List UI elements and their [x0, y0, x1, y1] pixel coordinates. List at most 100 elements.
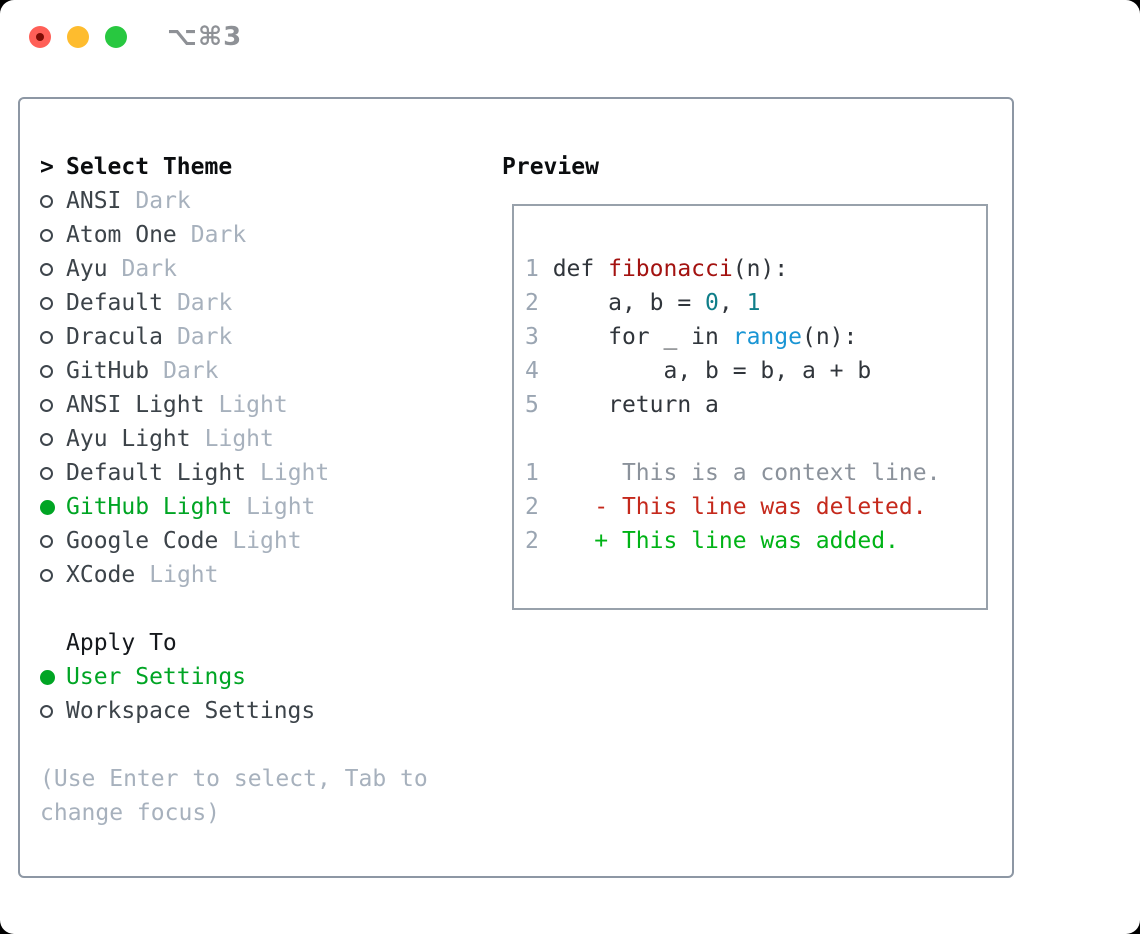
code-segment-k: for _ in: [552, 324, 733, 350]
code-segment-num: 0: [705, 290, 719, 316]
code-segment-ln: 2: [525, 494, 553, 520]
code-line: 2 - This line was deleted.: [525, 490, 986, 524]
radio-dot: [40, 568, 53, 582]
spacer: [40, 592, 428, 626]
close-button[interactable]: [29, 26, 51, 48]
option-label: ANSI Light: [66, 392, 205, 418]
code-segment-ctx: This is a context line.: [552, 460, 941, 486]
code-line: 4 a, b = b, a + b: [525, 354, 986, 388]
apply-to-option[interactable]: Workspace Settings: [40, 694, 428, 728]
code-line: 5 return a: [525, 388, 986, 422]
code-segment-k: return a: [552, 392, 719, 418]
radio-icon: [40, 228, 66, 242]
code-segment-ln: 2: [525, 290, 553, 316]
radio-icon: [40, 568, 66, 582]
option-label: GitHub Light: [66, 494, 233, 520]
theme-variant-label: Light: [218, 392, 288, 418]
option-label: Ayu: [66, 256, 108, 282]
theme-option[interactable]: Ayu Dark: [40, 252, 428, 286]
code-line: 3 for _ in range(n):: [525, 320, 986, 354]
theme-variant-label: Dark: [135, 188, 191, 214]
zoom-button[interactable]: [105, 26, 127, 48]
option-label: ANSI: [66, 188, 122, 214]
radio-dot: [40, 669, 55, 685]
code-segment-del: - This line was deleted.: [552, 494, 927, 520]
theme-variant-label: Dark: [190, 222, 247, 248]
help-line: change focus): [40, 800, 221, 826]
titlebar[interactable]: ⌥⌘3: [0, 0, 1140, 74]
theme-option[interactable]: Ayu Light Light: [40, 422, 428, 456]
radio-icon: [40, 534, 66, 548]
window-shortcut-label: ⌥⌘3: [167, 22, 243, 52]
minimize-button[interactable]: [67, 26, 89, 48]
radio-dot: [40, 499, 55, 515]
radio-dot: [40, 534, 53, 548]
code-segment-k: [525, 426, 539, 452]
radio-icon: [40, 296, 66, 310]
help-line: (Use Enter to select, Tab to: [40, 766, 428, 792]
option-label: XCode: [66, 562, 136, 588]
option-label: Google Code: [66, 528, 219, 554]
radio-dot: [40, 228, 53, 242]
code-segment-ln: 2: [525, 528, 553, 554]
radio-dot: [40, 704, 53, 718]
select-theme-title: Select Theme: [66, 154, 233, 180]
code-segment-call: range: [732, 324, 802, 350]
theme-variant-label: Light: [149, 562, 219, 588]
unsaved-dot-icon: [36, 33, 44, 41]
theme-variant-label: Dark: [176, 324, 233, 350]
apply-to-option[interactable]: User Settings: [40, 660, 428, 694]
radio-selected-icon: [40, 669, 66, 685]
code-line: 1 This is a context line.: [525, 456, 986, 490]
theme-variant-label: Light: [232, 528, 302, 554]
option-label: Ayu Light: [66, 426, 191, 452]
code-segment-k: (n):: [801, 324, 858, 350]
radio-dot: [40, 398, 53, 412]
theme-variant-label: Light: [246, 494, 316, 520]
code-segment-k: (n):: [732, 256, 789, 282]
help-text: (Use Enter to select, Tab to change focus…: [40, 762, 428, 830]
radio-dot: [40, 194, 53, 208]
option-label: User Settings: [66, 664, 247, 690]
radio-icon: [40, 704, 66, 718]
code-line: 1 def fibonacci(n):: [525, 252, 986, 286]
code-line: 2 a, b = 0, 1: [525, 286, 986, 320]
radio-selected-icon: [40, 499, 66, 515]
theme-option[interactable]: XCode Light: [40, 558, 428, 592]
theme-option[interactable]: Dracula Dark: [40, 320, 428, 354]
radio-icon: [40, 466, 66, 480]
theme-option[interactable]: Google Code Light: [40, 524, 428, 558]
radio-dot: [40, 262, 53, 276]
theme-variant-label: Dark: [176, 290, 233, 316]
option-label: GitHub: [66, 358, 150, 384]
theme-option[interactable]: ANSI Dark: [40, 184, 428, 218]
prompt-icon: >: [40, 154, 54, 180]
code-line: [525, 422, 986, 456]
code-segment-ln: 5: [525, 392, 553, 418]
radio-dot: [40, 296, 53, 310]
option-label: Default Light: [66, 460, 247, 486]
option-label: Dracula: [66, 324, 163, 350]
theme-option[interactable]: ANSI Light Light: [40, 388, 428, 422]
theme-variant-label: Light: [204, 426, 274, 452]
theme-option[interactable]: GitHub Light Light: [40, 490, 428, 524]
code-segment-ln: 4: [525, 358, 553, 384]
radio-dot: [40, 364, 53, 378]
code-segment-num: 1: [746, 290, 761, 316]
code-segment-k: a, b = b, a + b: [552, 358, 872, 384]
radio-dot: [40, 432, 53, 446]
radio-dot: [40, 466, 53, 480]
spacer: [40, 728, 428, 762]
option-label: Default: [66, 290, 163, 316]
theme-option[interactable]: Default Dark: [40, 286, 428, 320]
code-segment-add: + This line was added.: [552, 528, 899, 554]
theme-variant-label: Dark: [121, 256, 177, 282]
